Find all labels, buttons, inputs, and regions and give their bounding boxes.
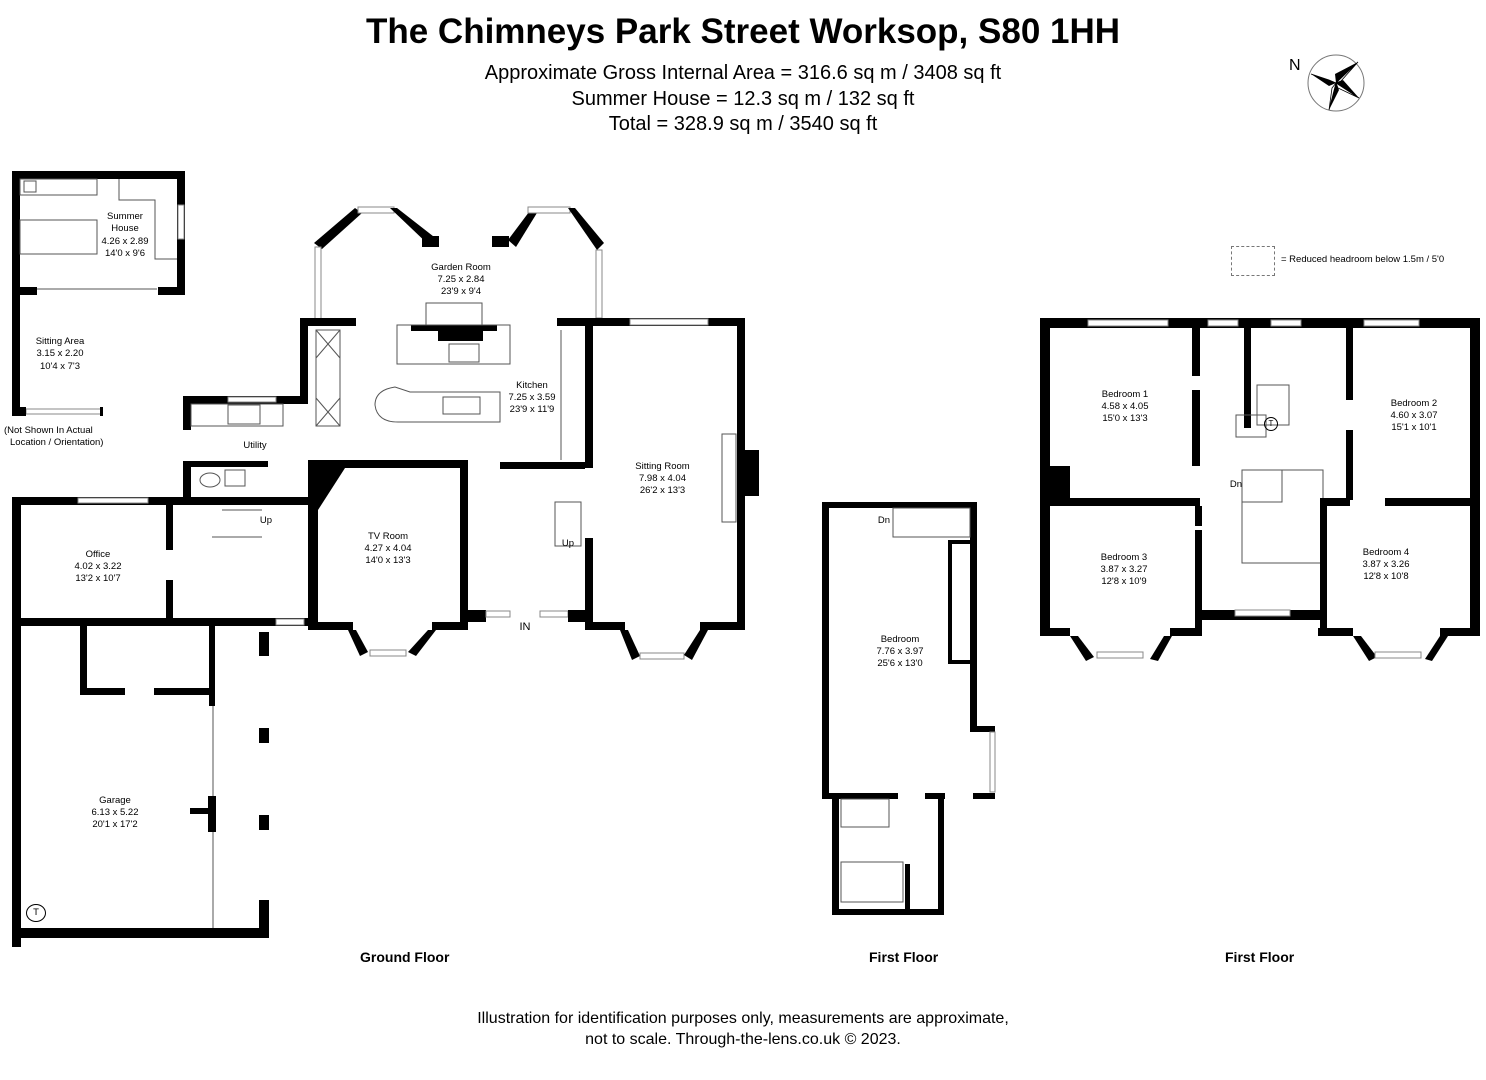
summer-house-walls — [12, 171, 185, 416]
room-annex-bedroom-name: Bedroom — [880, 634, 920, 645]
floor-label-first-annex: First Floor — [869, 949, 939, 965]
room-bedroom-3-imperial: 12'8 x 10'9 — [1101, 576, 1147, 587]
room-garage-metric: 6.13 x 5.22 — [91, 807, 139, 818]
ground-floor-walls — [12, 206, 759, 947]
room-bedroom-3-name: Bedroom 3 — [1100, 552, 1148, 563]
room-bedroom-3-metric: 3.87 x 3.27 — [1100, 564, 1148, 575]
room-summer-house-metric: 4.26 x 2.89 — [101, 236, 149, 247]
floor-label-first-main: First Floor — [1225, 949, 1295, 965]
total-area-text: Total = 328.9 sq m / 3540 sq ft — [608, 113, 878, 135]
room-office-name: Office — [85, 549, 111, 560]
compass-rose-icon — [1307, 54, 1365, 112]
room-summer-house-imperial: 14'0 x 9'6 — [104, 248, 146, 259]
summer-house-area-text: Summer House = 12.3 sq m / 132 sq ft — [571, 88, 915, 110]
room-bedroom-4-imperial: 12'8 x 10'8 — [1363, 571, 1409, 582]
stairs-down-label: Dn — [1229, 479, 1243, 490]
compass-north-label: N — [1289, 57, 1301, 74]
room-garage-imperial: 20'1 x 17'2 — [92, 819, 138, 830]
thermostat-icon: T — [1264, 417, 1278, 431]
not-shown-note-line2: Location / Orientation) — [10, 437, 104, 448]
room-tv-room-imperial: 14'0 x 13'3 — [365, 555, 411, 566]
room-sitting-area-name: Sitting Area — [35, 336, 85, 347]
stairs-up-label: Up — [259, 515, 273, 526]
page-title: The Chimneys Park Street Worksop, S80 1H… — [365, 12, 1121, 51]
disclaimer-line2: not to scale. Through-the-lens.co.uk © 2… — [585, 1031, 901, 1048]
room-kitchen-imperial: 23'9 x 11'9 — [509, 404, 555, 415]
room-tv-room-name: TV Room — [367, 531, 409, 542]
room-sitting-room-metric: 7.98 x 4.04 — [638, 473, 686, 484]
first-floor-walls — [1040, 318, 1480, 661]
room-office-metric: 4.02 x 3.22 — [74, 561, 122, 572]
room-summer-house-name2: House — [111, 223, 139, 234]
reduced-headroom-swatch — [1231, 246, 1275, 276]
thermostat-icon: T — [26, 904, 46, 922]
room-tv-room-metric: 4.27 x 4.04 — [364, 543, 412, 554]
room-sitting-room-imperial: 26'2 x 13'3 — [639, 485, 686, 496]
room-kitchen-metric: 7.25 x 3.59 — [508, 392, 556, 403]
stairs-down-label: Dn — [877, 515, 891, 526]
room-garden-room-imperial: 23'9 x 9'4 — [440, 286, 482, 297]
room-office-imperial: 13'2 x 10'7 — [75, 573, 121, 584]
room-garden-room-metric: 7.25 x 2.84 — [437, 274, 485, 285]
stairs-up-label: Up — [561, 538, 575, 549]
room-bedroom-1-imperial: 15'0 x 13'3 — [1102, 413, 1148, 424]
room-bedroom-2-metric: 4.60 x 3.07 — [1390, 410, 1438, 421]
gross-area-text: Approximate Gross Internal Area = 316.6 … — [484, 62, 1002, 84]
entrance-label: IN — [519, 621, 531, 633]
room-garage-name: Garage — [99, 795, 131, 806]
floor-label-ground: Ground Floor — [360, 949, 450, 965]
room-sitting-area-metric: 3.15 x 2.20 — [36, 348, 84, 359]
room-garden-room-name: Garden Room — [431, 262, 491, 273]
room-annex-bedroom-imperial: 25'6 x 13'0 — [877, 658, 923, 669]
room-bedroom-1-name: Bedroom 1 — [1101, 389, 1149, 400]
room-sitting-room-name: Sitting Room — [635, 461, 690, 472]
not-shown-note-line1: (Not Shown In Actual — [4, 425, 93, 436]
room-bedroom-2-imperial: 15'1 x 10'1 — [1391, 422, 1437, 433]
disclaimer-line1: Illustration for identification purposes… — [477, 1010, 1009, 1027]
room-utility-name: Utility — [243, 440, 267, 451]
room-sitting-area-imperial: 10'4 x 7'3 — [39, 361, 81, 372]
legend-text: = Reduced headroom below 1.5m / 5'0 — [1281, 254, 1445, 265]
room-kitchen-name: Kitchen — [516, 380, 548, 391]
room-bedroom-4-name: Bedroom 4 — [1362, 547, 1410, 558]
room-annex-bedroom-metric: 7.76 x 3.97 — [876, 646, 924, 657]
annex-walls — [822, 502, 996, 915]
room-summer-house-name: Summer — [107, 211, 143, 222]
room-bedroom-1-metric: 4.58 x 4.05 — [1101, 401, 1149, 412]
room-bedroom-4-metric: 3.87 x 3.26 — [1362, 559, 1410, 570]
room-bedroom-2-name: Bedroom 2 — [1390, 398, 1438, 409]
